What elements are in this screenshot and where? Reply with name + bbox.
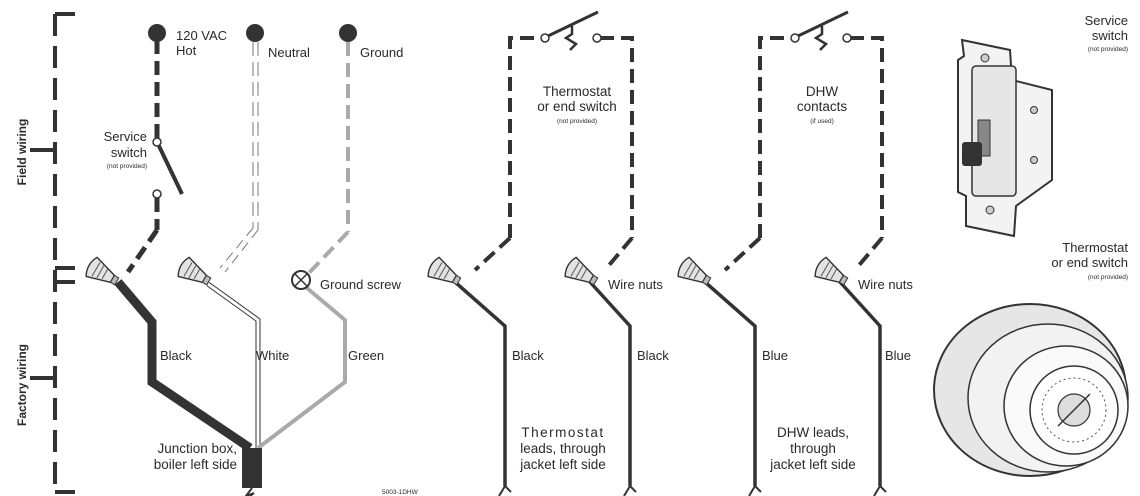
service-switch-illustration bbox=[957, 38, 1053, 238]
product-thermostat-label-2: or end switch bbox=[1051, 255, 1128, 270]
thermostat-switch-label-1: Thermostat bbox=[543, 84, 612, 99]
dhw-leads-label-1: DHW leads, bbox=[777, 425, 849, 440]
dhw-leads-label-2: through bbox=[790, 441, 836, 456]
thermostat-leads-label-3: jacket left side bbox=[519, 457, 606, 472]
hot-label-2: Hot bbox=[176, 43, 197, 58]
thermostat-leads-label-1: Thermostat bbox=[521, 425, 604, 440]
thermostat-field-loop bbox=[473, 10, 634, 272]
ground-label: Ground bbox=[360, 45, 403, 60]
dhw-field-loop bbox=[723, 10, 884, 272]
dhw-contacts-label-2: contacts bbox=[797, 99, 848, 114]
thermostat-switch-label-2: or end switch bbox=[537, 99, 617, 114]
blue-wire-label-1: Blue bbox=[762, 348, 788, 363]
wire-nuts-label-2: Wire nuts bbox=[858, 277, 913, 292]
wire-nuts-label-1: Wire nuts bbox=[608, 277, 663, 292]
thermostat-switch-note: (not provided) bbox=[557, 118, 597, 125]
dhw-factory-wires bbox=[703, 280, 887, 496]
junction-box bbox=[242, 448, 262, 488]
black-wire-label-1: Black bbox=[160, 348, 192, 363]
green-wire-label: Green bbox=[348, 348, 384, 363]
hot-label-1: 120 VAC bbox=[176, 28, 227, 43]
junction-box-label-1: Junction box, bbox=[157, 441, 237, 456]
service-switch-label-2: switch bbox=[111, 145, 147, 160]
ground-wire bbox=[306, 24, 357, 276]
white-wire-label: White bbox=[256, 348, 289, 363]
product-service-switch-label-1: Service bbox=[1085, 13, 1128, 28]
thermostat-factory-wires bbox=[453, 280, 637, 496]
dhw-contacts-label-1: DHW bbox=[806, 84, 838, 99]
dhw-contacts-note: (if used) bbox=[810, 118, 833, 125]
junction-box-label-2: boiler left side bbox=[154, 457, 237, 472]
neutral-label: Neutral bbox=[268, 45, 310, 60]
factory-wiring-label: Factory wiring bbox=[15, 344, 29, 426]
blue-wire-label-2: Blue bbox=[885, 348, 911, 363]
side-bracket bbox=[30, 12, 75, 494]
ground-screw-label: Ground screw bbox=[320, 277, 402, 292]
thermostat-leads-label-2: leads, through bbox=[520, 441, 606, 456]
product-thermostat-label-1: Thermostat bbox=[1062, 240, 1128, 255]
neutral-wire bbox=[219, 24, 264, 273]
ground-screw-icon bbox=[291, 270, 311, 290]
field-wiring-label: Field wiring bbox=[15, 119, 29, 186]
product-service-switch-note: (not provided) bbox=[1088, 46, 1128, 53]
product-thermostat-note: (not provided) bbox=[1088, 274, 1128, 281]
black-wire-label-3: Black bbox=[637, 348, 669, 363]
thermostat-illustration bbox=[933, 303, 1129, 477]
factory-wires-power bbox=[114, 279, 347, 496]
dhw-leads-label-3: jacket left side bbox=[769, 457, 856, 472]
figure-code: 5003-1DHW bbox=[382, 489, 419, 496]
service-switch-label-1: Service bbox=[104, 129, 147, 144]
product-service-switch-label-2: switch bbox=[1092, 28, 1128, 43]
service-switch-note: (not provided) bbox=[107, 163, 147, 170]
black-wire-label-2: Black bbox=[512, 348, 544, 363]
hot-wire bbox=[125, 24, 184, 274]
